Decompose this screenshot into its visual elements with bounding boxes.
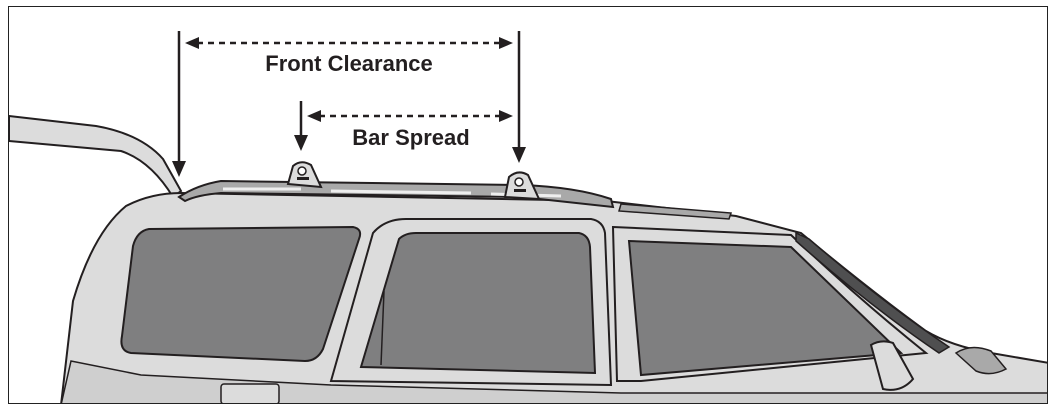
door-handle [220,383,280,403]
front-clearance-label: Front Clearance [265,51,433,76]
rear-door-window [359,232,597,375]
open-liftgate [9,114,183,199]
wiper [954,346,1008,375]
roof-rack-diagram: Front Clearance Bar Spread [9,31,1047,403]
bar-spread-label: Bar Spread [352,125,469,150]
window-divider [380,290,385,366]
front-clearance-dimension [172,31,526,177]
rear-door-frame [329,218,613,387]
rack-tower-front [503,171,541,201]
rocker-shade [60,360,1047,403]
diagram-frame: Front Clearance Bar Spread [8,6,1048,404]
bar-spread-dimension [294,101,513,151]
roof-spoiler [618,203,733,220]
side-mirror [869,340,915,391]
rack-tower-rear [286,161,323,189]
a-pillar-trim [795,231,951,354]
rear-side-window [120,225,362,363]
front-door-window [627,239,904,377]
